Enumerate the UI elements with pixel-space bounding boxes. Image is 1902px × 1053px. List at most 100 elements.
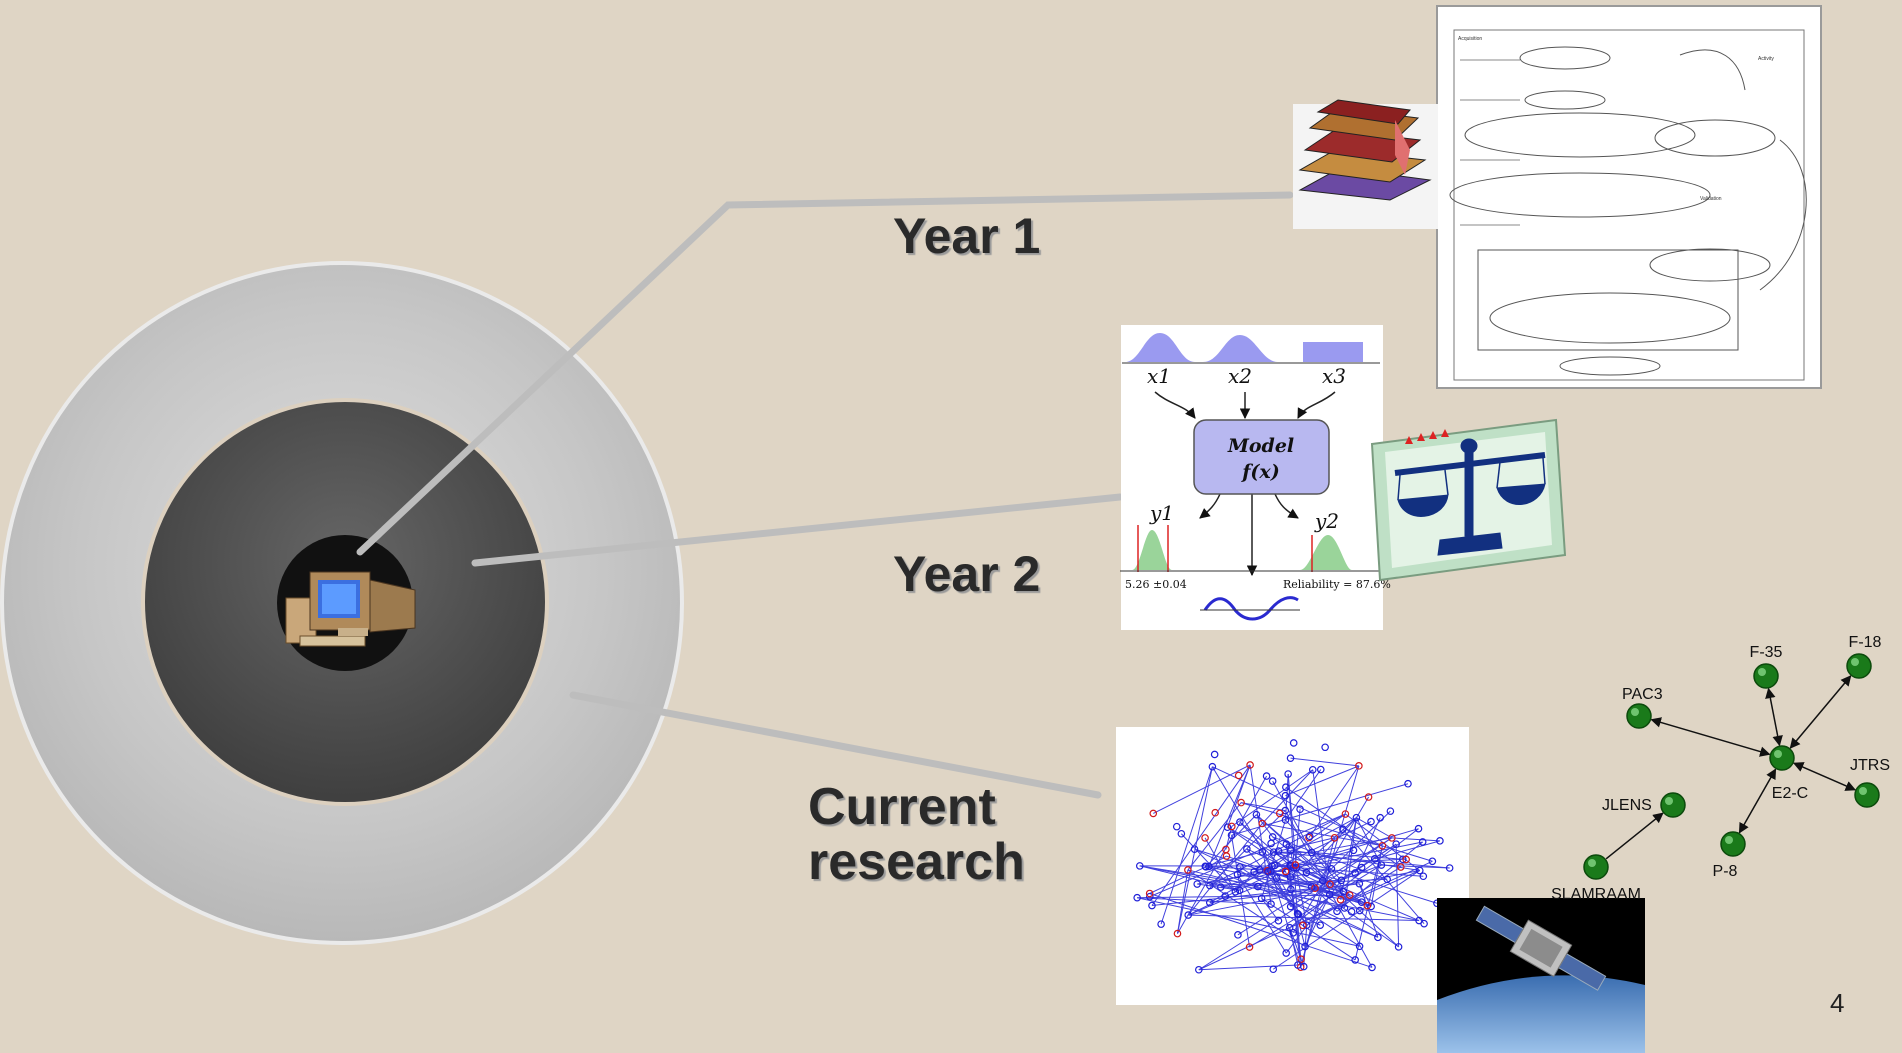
input-dist-3	[1303, 342, 1363, 362]
graph-edge	[1267, 870, 1344, 892]
graph-edge	[1205, 814, 1257, 868]
network-node-highlight	[1665, 797, 1673, 805]
graph-edge	[1261, 819, 1286, 899]
network-label-f-35: F-35	[1750, 644, 1783, 661]
graph-edge	[1208, 764, 1251, 867]
graph-node	[1383, 875, 1391, 884]
graph-node	[1414, 824, 1423, 833]
graph-node	[1302, 868, 1311, 877]
graph-node	[1282, 840, 1291, 848]
graph-edge	[1314, 796, 1370, 889]
graph-node	[1234, 931, 1242, 939]
graph-node	[1267, 867, 1275, 875]
graph-node	[1305, 832, 1314, 841]
graph-node	[1357, 863, 1366, 872]
graph-node	[1378, 841, 1387, 850]
graph-node	[1243, 845, 1251, 853]
graph-node	[1330, 833, 1339, 842]
graph-edge	[1311, 837, 1392, 853]
graph-edge	[1285, 765, 1360, 797]
graph-node	[1184, 866, 1192, 874]
network-node-jlens	[1660, 792, 1686, 818]
graph-node	[1396, 863, 1405, 871]
graph-edge	[1139, 865, 1240, 891]
graph-node	[1311, 884, 1319, 893]
graph-edge	[1239, 866, 1360, 947]
network-node-jtrs	[1854, 782, 1880, 808]
network-label-p-8: P-8	[1713, 863, 1738, 880]
y2-caption: Reliability = 87.6%	[1283, 578, 1391, 591]
graph-node	[1201, 834, 1209, 842]
graph-node	[1398, 855, 1407, 864]
graph-node	[1355, 942, 1364, 951]
graph-node	[1357, 898, 1366, 906]
network-node-e2-c	[1769, 745, 1795, 771]
graph-node	[1210, 750, 1219, 759]
graph-edge	[1374, 840, 1441, 860]
connector-lines	[356, 191, 1294, 799]
graph-node	[1286, 754, 1295, 762]
page-number: 4	[1830, 988, 1845, 1018]
graph-node	[1254, 882, 1262, 891]
graph-node	[1377, 861, 1386, 869]
graph-node	[1236, 863, 1244, 871]
graph-node	[1299, 921, 1307, 930]
network-node-highlight	[1631, 708, 1639, 716]
graph-edge	[1237, 874, 1287, 954]
graph-edge	[1151, 764, 1251, 906]
svg-text:Validation: Validation	[1700, 196, 1722, 202]
output-label-y2: y2	[1314, 509, 1339, 533]
graph-node	[1340, 904, 1349, 912]
graph-node	[1341, 810, 1350, 818]
model-box	[1193, 419, 1330, 495]
graph-node	[1392, 840, 1400, 848]
network-edge-E2-C-F-18	[1789, 675, 1852, 749]
graph-edge	[1340, 817, 1357, 900]
network-node-p-8	[1720, 831, 1746, 857]
graph-node	[1236, 818, 1244, 826]
graph-node	[1268, 833, 1277, 841]
graph-node	[1268, 862, 1276, 870]
graph-node	[1363, 901, 1372, 910]
graph-edge	[1137, 894, 1350, 899]
output-dist-1	[1132, 530, 1172, 570]
network-label-jlens: JLENS	[1602, 797, 1652, 814]
graph-node	[1227, 831, 1236, 839]
graph-node	[1173, 929, 1182, 938]
graph-node	[1316, 921, 1325, 929]
output-label-y1: y1	[1149, 501, 1174, 525]
graph-edge	[1294, 809, 1301, 866]
graph-node	[1274, 916, 1283, 925]
network-node-highlight	[1758, 668, 1766, 676]
graph-edge	[1342, 828, 1425, 924]
graph-node	[1415, 866, 1424, 875]
graph-node	[1307, 883, 1316, 891]
graph-edge	[1212, 766, 1383, 847]
graph-edge	[1187, 823, 1263, 916]
graph-edge	[1139, 865, 1420, 922]
graph-node	[1193, 880, 1201, 888]
graph-edge	[1272, 836, 1331, 885]
graph-node	[1321, 743, 1329, 752]
graph-node	[1149, 809, 1158, 818]
input-dist-2	[1203, 335, 1278, 362]
graph-node	[1301, 942, 1309, 951]
graph-node	[1293, 909, 1302, 918]
graph-edge	[1187, 869, 1345, 909]
graph-edge	[1211, 766, 1308, 926]
network-node-f-35	[1753, 663, 1779, 689]
year2-label: Year 2	[893, 546, 1041, 602]
books-icon	[1293, 99, 1438, 229]
graph-node	[1325, 890, 1334, 899]
graph-node	[1307, 848, 1316, 857]
graph-node	[1235, 886, 1244, 895]
graph-edge	[1160, 766, 1213, 925]
year2-connector	[471, 493, 1124, 567]
flowchart-document-icon: Acquisition Activity Validation	[1436, 5, 1822, 389]
graph-node	[1402, 855, 1410, 864]
graph-node	[1296, 805, 1304, 814]
graph-edge	[1208, 865, 1286, 872]
graph-edge	[1231, 769, 1314, 827]
graph-edge	[1261, 769, 1314, 824]
